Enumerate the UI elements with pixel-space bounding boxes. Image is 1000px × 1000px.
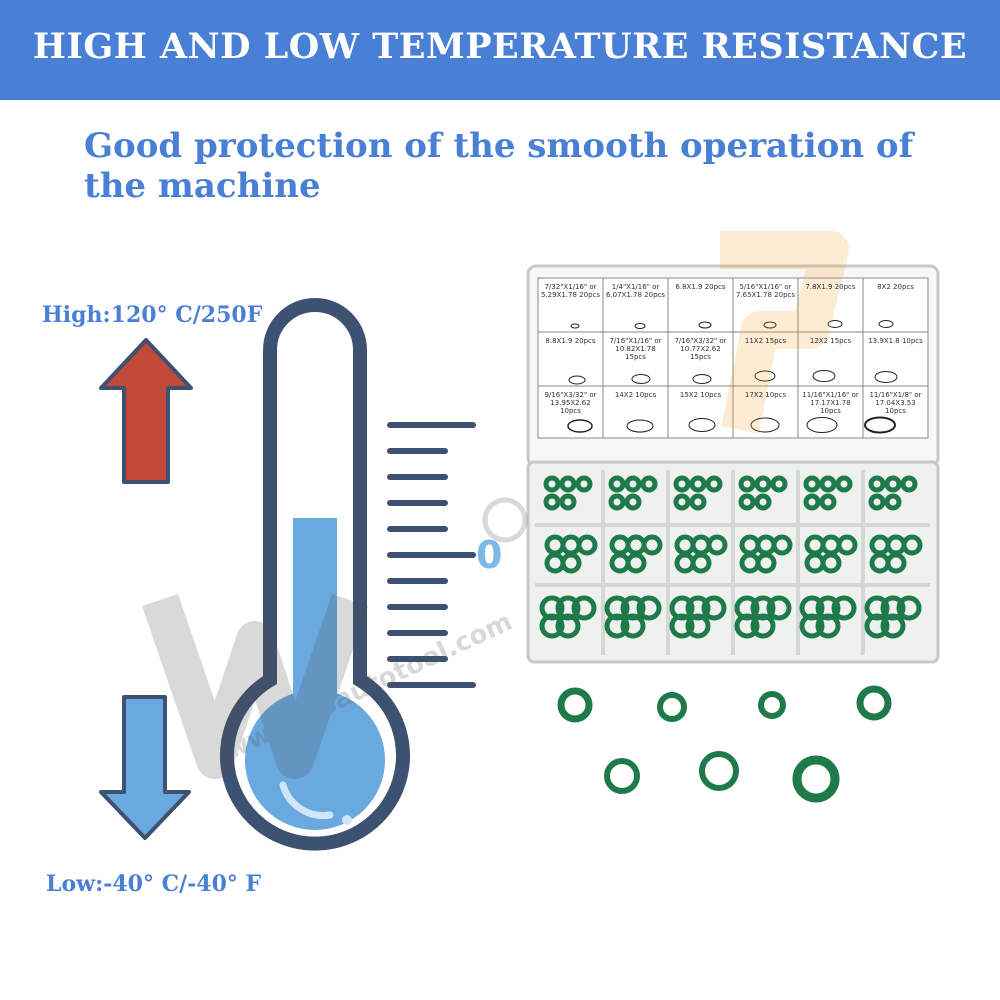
oring [835,475,853,493]
oring [624,493,642,511]
zero-mark: 0 [476,533,503,577]
oring [766,595,792,621]
oring [559,493,577,511]
oring [673,493,691,511]
oring [750,613,776,639]
oring [604,613,630,639]
oring [755,552,777,574]
oring [689,475,707,493]
oring [754,475,772,493]
oring [901,534,923,556]
oring [669,613,695,639]
oring [819,475,837,493]
size-chart-cell: 7/16"X1/16" or 10.82X1.78 15pcs [609,337,662,361]
loose-orings [557,685,892,803]
size-chart-cell: 9/16"X3/32" or 13.95X2.62 10pcs [544,391,597,415]
size-chart-cell: 6.8X1.9 20pcs [675,283,726,291]
oring [820,552,842,574]
size-chart-cell: 1/4"X1/16" or 6.07X1.78 20pcs [605,283,666,299]
oring [539,613,565,639]
oring [625,552,647,574]
oring [641,534,663,556]
oring [555,613,581,639]
oring [706,534,728,556]
size-chart-cell: 13.9X1.8 10pcs [868,337,923,345]
oring [689,493,707,511]
arrow-up-icon [99,338,193,484]
oring [754,493,772,511]
oring [868,475,886,493]
oring [803,493,821,511]
oring [576,534,598,556]
oring [608,475,626,493]
oring [819,493,837,511]
oring [900,475,918,493]
oring [705,475,723,493]
oring [770,475,788,493]
thermometer-scale [387,422,476,688]
oring [560,552,582,574]
oring [815,613,841,639]
arrow-down-icon [99,695,191,840]
oring [640,475,658,493]
oring [831,595,857,621]
oring [571,595,597,621]
oring [896,595,922,621]
size-chart-cell: 15X2 10pcs [679,391,722,399]
size-chart-cell: 12X2 15pcs [809,337,852,345]
size-chart-cell: 11X2 15pcs [744,337,787,345]
oring [620,613,646,639]
oring [543,475,561,493]
oring [803,475,821,493]
size-chart-cell: 8X2 20pcs [877,283,914,291]
oring-kit-box [526,264,940,664]
low-temp-label: Low:-40° C/-40° F [46,871,262,897]
oring [864,613,890,639]
oring [673,475,691,493]
header-banner: HIGH AND LOW TEMPERATURE RESISTANCE [0,0,1000,100]
oring [685,613,711,639]
subtitle: Good protection of the smooth operation … [84,126,914,206]
thermometer-icon [220,298,410,851]
oring [636,595,662,621]
size-chart-cell: 11/16"X1/8" or 17.04X3.53 10pcs [869,391,922,415]
oring [734,613,760,639]
oring [575,475,593,493]
oring [868,493,886,511]
oring [884,493,902,511]
oring [738,475,756,493]
oring [836,534,858,556]
oring [559,475,577,493]
size-chart-cell: 5/16"X1/16" or 7.65X1.78 20pcs [735,283,796,299]
oring [880,613,906,639]
banner-title: HIGH AND LOW TEMPERATURE RESISTANCE [32,26,968,67]
size-chart-cell: 7/16"X3/32" or 10.77X2.62 15pcs [674,337,727,361]
oring [608,493,626,511]
oring [771,534,793,556]
size-chart-cell: 14X2 10pcs [614,391,657,399]
size-chart-cell: 8.8X1.9 20pcs [545,337,596,345]
oring [738,493,756,511]
oring [799,613,825,639]
high-temp-label: High:120° C/250F [42,302,263,328]
size-chart-cell: 7/32"X1/16" or 5.29X1.78 20pcs [540,283,601,299]
size-chart-cell: 7.8X1.9 20pcs [805,283,856,291]
oring [884,475,902,493]
oring [885,552,907,574]
oring [701,595,727,621]
oring [690,552,712,574]
size-chart-cell: 11/16"X1/16" or 17.17X1.78 10pcs [802,391,859,415]
oring [624,475,642,493]
oring [543,493,561,511]
size-chart-cell: 17X2 10pcs [744,391,787,399]
